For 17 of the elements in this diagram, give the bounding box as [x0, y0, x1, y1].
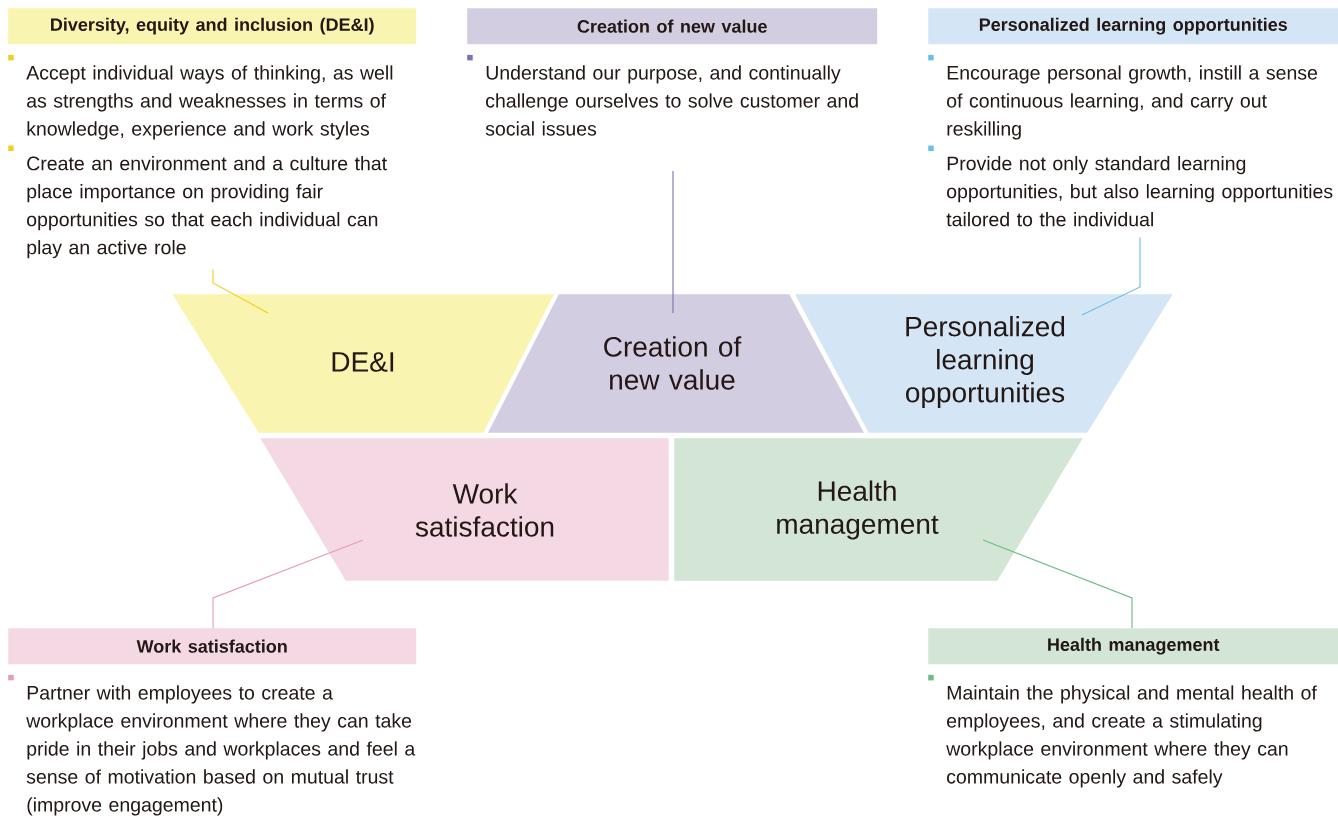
leader-line [982, 539, 1133, 629]
header-band: Creation of new value [467, 8, 878, 45]
leader-line [212, 539, 364, 629]
header-band: Diversity, equity and inclusion (DE&I) [8, 8, 417, 45]
leader-line [672, 170, 674, 314]
header-band: Health management [928, 628, 1338, 665]
bullet-text: Partner with employees to create a workplace environment where they can take pride in their jobs and workplaces and feel a sense of motivation based on mutual trust (improve engagement) [26, 685, 416, 816]
leader-line [212, 268, 269, 314]
leader-line [1081, 237, 1141, 316]
bullet-text: Understand our purpose, and continually challenge ourselves to solve customer and social issues [485, 65, 858, 136]
bullet-text: Maintain the physical and mental health of employees, and create a stimulating workplace environment where they can communicate openly and safely [946, 685, 1317, 788]
header-band: Work satisfaction [8, 628, 417, 665]
bullet-text: Create an environment and a culture that place importance on providing fair opportunities so that each individual can play an active role [27, 156, 387, 259]
header-band: Personalized learning opportunities [928, 8, 1338, 45]
bullet-text: Encourage personal growth, instill a sense of continuous learning, and carry out reskilling [947, 65, 1318, 140]
bullet-text: Provide not only standard learning opportunities, but also learning opportunities tailored to the individual [946, 156, 1333, 227]
bullet-text: Accept individual ways of thinking, as well as strengths and weaknesses in terms of knowledge, experience and work styles [26, 65, 393, 140]
